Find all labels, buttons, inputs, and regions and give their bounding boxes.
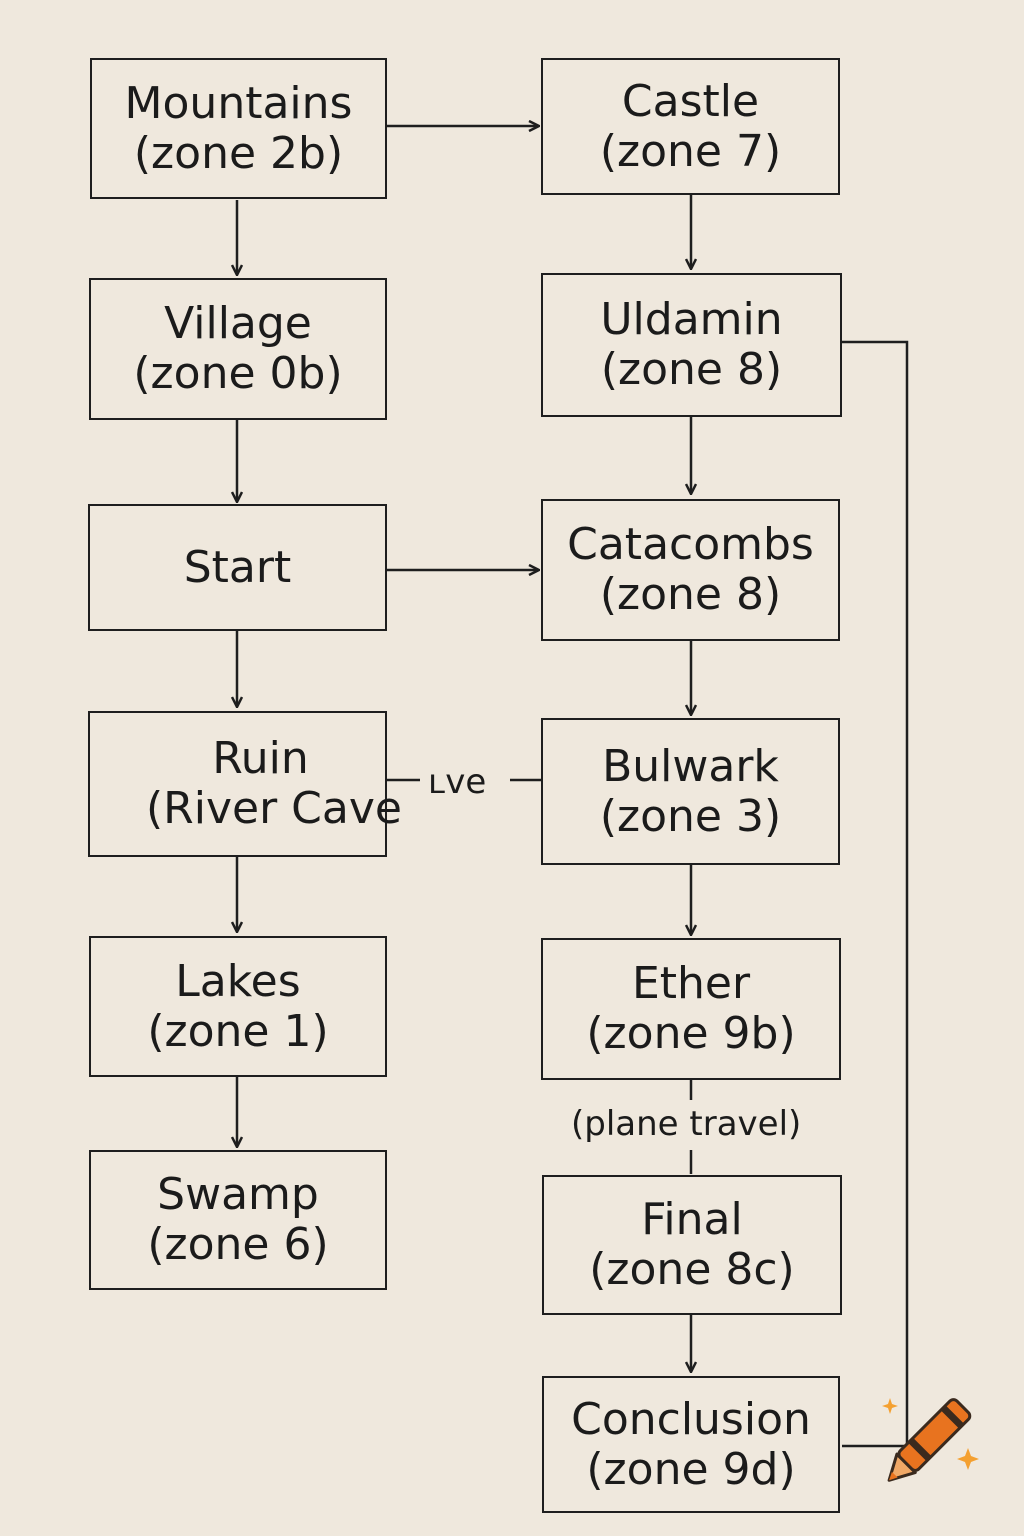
node-lakes: Lakes (zone 1) [89, 936, 387, 1077]
node-zone: (zone 1) [147, 1005, 329, 1057]
node-uldamin: Uldamin (zone 8) [541, 273, 842, 417]
node-castle: Castle (zone 7) [541, 58, 840, 195]
node-final: Final (zone 8c) [542, 1175, 842, 1315]
node-title: Start [183, 541, 292, 593]
node-title: Conclusion [571, 1393, 811, 1445]
node-zone: (zone 8c) [589, 1244, 795, 1295]
node-title: Uldamin [600, 294, 783, 345]
node-ruin: Ruin (River Cave [88, 711, 402, 857]
node-title: Catacombs [567, 519, 814, 570]
node-title: Swamp [157, 1169, 319, 1220]
node-zone: (zone 9b) [586, 1008, 796, 1059]
crayon-icon [882, 1398, 979, 1482]
node-swamp: Swamp (zone 6) [89, 1150, 387, 1290]
node-zone: (zone 8) [600, 344, 783, 395]
node-start: Start [88, 504, 387, 631]
edge-uldamin-conclusion [842, 340, 909, 1448]
node-ether: Ether (zone 9b) [541, 938, 841, 1080]
node-village: Village (zone 0b) [89, 278, 387, 420]
node-title: Lakes [175, 955, 301, 1007]
node-title: Final [641, 1194, 743, 1245]
node-bulwark: Bulwark (zone 3) [541, 718, 840, 865]
node-title: Castle [621, 75, 760, 127]
node-title: Ruin [212, 733, 309, 784]
node-zone: (zone 6) [147, 1219, 329, 1270]
node-zone: (River Cave [146, 783, 402, 834]
node-zone: (zone 0b) [133, 348, 343, 399]
node-zone: (zone 3) [599, 790, 782, 842]
node-mountains: Mountains (zone 2b) [90, 58, 387, 199]
node-zone: (zone 2b) [133, 127, 344, 179]
node-zone: (zone 7) [599, 125, 782, 177]
edge-label-ruin-bulwark: ʟve [422, 762, 493, 802]
node-title: Bulwark [602, 740, 779, 792]
node-title: Village [164, 298, 312, 349]
node-conclusion: Conclusion (zone 9d) [542, 1376, 840, 1513]
edge-label-plane-travel: (plane travel) [565, 1104, 808, 1144]
node-catacombs: Catacombs (zone 8) [541, 499, 840, 641]
node-title: Mountains [124, 77, 353, 129]
node-title: Ether [631, 958, 751, 1009]
node-zone: (zone 9d) [586, 1443, 796, 1495]
node-zone: (zone 8) [599, 569, 782, 620]
